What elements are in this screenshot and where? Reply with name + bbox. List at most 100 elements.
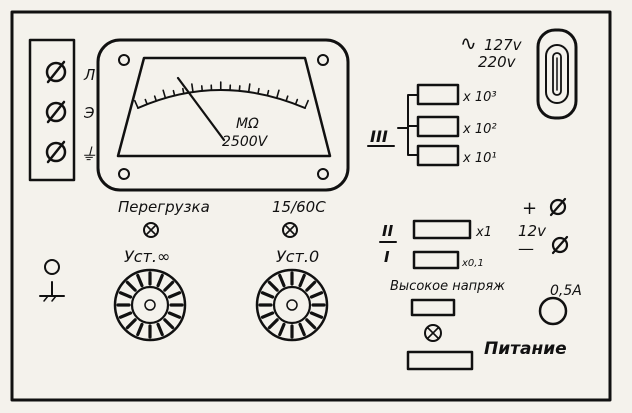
sub-range-x01-label: x0,1 [461,258,484,269]
knob-rib [298,322,306,337]
meter-scale-tick [182,87,185,95]
terminal-l[interactable] [45,60,67,84]
voltage-selector-fuse-icon [552,52,562,96]
set-infinity-knob[interactable] [113,268,187,342]
multiplier-roman-label: III [370,127,388,146]
ground-symbol-icon [43,295,49,302]
fuse-rating-label: 0,5A [550,283,582,299]
meter-scale-tick [275,89,280,99]
range-switch-x10[interactable] [416,144,460,167]
sub-range-switch-x01[interactable] [412,250,460,270]
dc-input: + 12v — [518,197,569,258]
ground-lamp-icon [44,259,60,275]
knob-rib [118,311,133,319]
power-switch[interactable] [406,350,474,371]
dc-minus-terminal[interactable] [551,235,569,255]
meter-scale-tick [266,89,270,97]
meter-mount-screw [118,168,130,180]
voltage-selector-body [536,28,578,120]
knob-rib [125,318,137,330]
frequency-lamp-icon [282,222,298,238]
knob-rib [125,280,137,292]
knob-rib [167,291,182,299]
knob-rib [260,311,275,319]
terminal-e[interactable] [45,100,67,124]
meter-scale-tick [172,89,176,97]
ac-symbol-icon: ∿ [460,31,477,55]
knob-rib [298,273,306,288]
multiplier-bracket [397,94,419,156]
knob-rib [118,291,133,299]
terminal-ground-slot [46,140,66,164]
meter-scale-tick [304,99,309,109]
indicator-row: Перегрузка 15/60C [118,198,326,238]
knob-center-icon [144,299,156,311]
knob-rib [278,273,286,288]
overload-lamp-icon [143,222,159,238]
meter-mount-screw [317,54,329,66]
knob-infinity-label: Уст.∞ [124,247,170,266]
fuse-holder[interactable] [538,296,568,326]
knob-center-icon [286,299,298,311]
terminal-ground[interactable] [45,140,67,164]
terminal-l-slot [46,60,66,84]
knob-row: Уст.∞ Уст.0 [113,247,329,342]
terminal-block: Л Э ⏚ [28,38,97,182]
meter-mount-screw [317,168,329,180]
knob-hub [272,285,312,325]
knob-rib [305,280,317,292]
range-x100-label: x 10² [462,122,497,137]
ac-voltage-220-label: 220v [478,53,517,71]
knob-rib [267,280,279,292]
terminal-block-frame [28,38,76,182]
dc-plus-terminal[interactable] [549,197,567,217]
megohmmeter: MΩ 2500V [96,38,350,192]
sub-range-switch-x1[interactable] [412,219,472,240]
set-zero-knob[interactable] [255,268,329,342]
frequency-label: 15/60C [272,198,326,216]
dc-plus-label: + [522,198,537,219]
overload-label: Перегрузка [118,198,210,216]
knob-rib [278,322,286,337]
knob-rib [163,318,175,330]
meter-needle [176,76,226,142]
range-switch-x100[interactable] [416,115,460,138]
high-voltage-label: Высокое напряж [390,279,505,294]
meter-mount-screw [118,54,130,66]
knob-rim [113,268,187,342]
sub-range-block: II I x1 x0,1 [379,219,492,270]
meter-scale-tick [257,87,260,95]
ground-indicator [39,259,65,302]
terminal-ground-screw [45,141,67,163]
knob-rib [136,322,144,337]
knob-rib [136,273,144,288]
ac-power-input: ∿ 127v 220v [460,28,578,120]
dc-voltage-label: 12v [518,222,547,240]
meter-scale-tick [191,83,194,93]
knob-rib [309,311,324,319]
meter-scale-ticks [133,81,309,109]
voltage-selector-inner [545,44,569,104]
range-switch-x1000[interactable] [416,83,460,106]
meter-scale-tick [133,99,139,109]
knob-rib [156,273,164,288]
knob-rib [305,318,317,330]
terminal-e-slot [46,100,66,124]
meter-scale-tick [285,95,289,102]
terminal-l-label: Л [83,66,95,84]
range-x1000-label: x 10³ [462,90,497,105]
knob-rib [260,291,275,299]
sub-range-roman-bottom: I [384,248,390,266]
knob-rib [163,280,175,292]
meter-scale-tick [144,98,148,106]
meter-scale-tick [294,98,299,106]
knob-rim [255,268,329,342]
meter-range-label: 2500V [222,134,269,150]
multiplier-block: III x 10³ x 10² x 10¹ [367,83,497,167]
meter-bezel [96,38,350,192]
panel-frame [10,10,612,402]
voltage-selector-plug[interactable] [536,28,578,120]
high-voltage-block: Высокое напряж [390,279,505,317]
fuse-block: 0,5A [538,283,582,326]
high-voltage-switch[interactable] [410,298,456,317]
